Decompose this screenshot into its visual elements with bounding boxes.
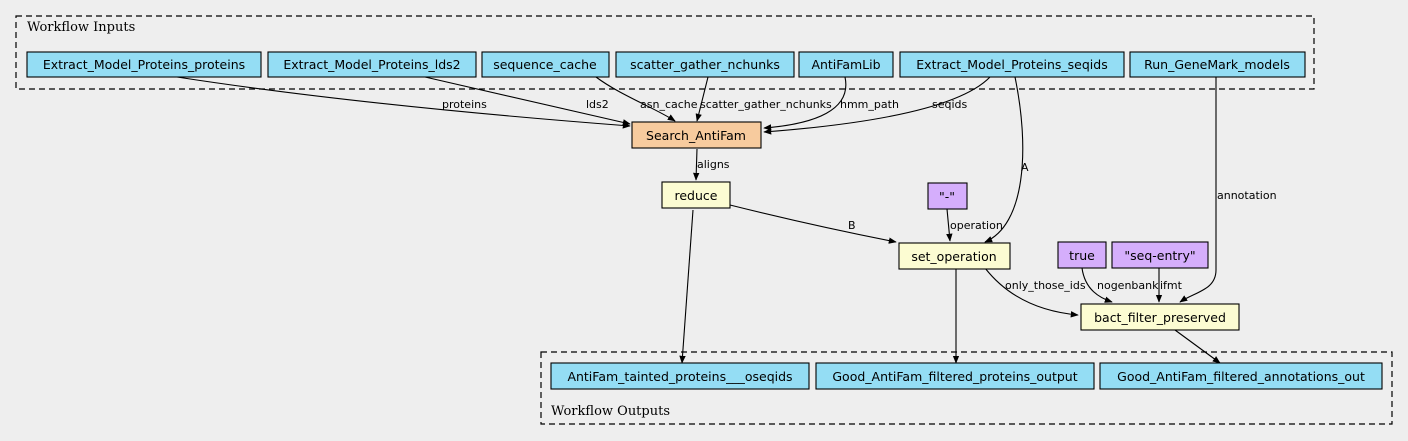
edge-hmm-path[interactable]: hmm_path — [763, 76, 899, 131]
node-constant-seq-entry[interactable]: "seq-entry" — [1111, 241, 1209, 269]
svg-text:"seq-entry": "seq-entry" — [1124, 248, 1195, 263]
edge-label-hmm-path: hmm_path — [840, 98, 899, 111]
svg-text:Good_AntiFam_filtered_annotati: Good_AntiFam_filtered_annotations_out — [1117, 369, 1365, 384]
edge-label-nogenbank: nogenbank — [1097, 279, 1159, 292]
node-run-genemark-models[interactable]: Run_GeneMark_models — [1129, 51, 1306, 78]
edge-label-aligns: aligns — [697, 158, 730, 171]
node-antifam-tainted-proteins-oseqids[interactable]: AntiFam_tainted_proteins___oseqids — [550, 362, 810, 390]
svg-text:Run_GeneMark_models: Run_GeneMark_models — [1144, 57, 1290, 72]
svg-text:"-": "-" — [939, 189, 955, 204]
node-search-antifam[interactable]: Search_AntiFam — [631, 121, 762, 149]
svg-text:AntiFamLib: AntiFamLib — [811, 57, 880, 72]
output-node-box — [815, 362, 1095, 390]
edge-scatter-gather-nchunks[interactable]: scatter_gather_nchunks — [695, 76, 832, 122]
svg-text:Extract_Model_Proteins_protein: Extract_Model_Proteins_proteins — [43, 57, 245, 72]
input-node-box — [481, 51, 610, 78]
edge-asn-cache[interactable]: asn_cache — [595, 76, 698, 122]
edge-label-asn-cache: asn_cache — [640, 98, 698, 111]
edge-aligns[interactable]: aligns — [693, 148, 730, 181]
node-good-antifam-filtered-annotations-out[interactable]: Good_AntiFam_filtered_annotations_out — [1099, 362, 1383, 390]
svg-text:bact_filter_preserved: bact_filter_preserved — [1094, 310, 1226, 325]
svg-text:set_operation: set_operation — [911, 249, 996, 264]
constant-node-box — [927, 182, 968, 210]
edge-label-scatter-gather-nchunks: scatter_gather_nchunks — [700, 98, 832, 111]
svg-text:scatter_gather_nchunks: scatter_gather_nchunks — [630, 57, 780, 72]
node-constant-dash[interactable]: "-" — [927, 182, 968, 210]
node-reduce[interactable]: reduce — [661, 181, 731, 209]
svg-text:reduce: reduce — [675, 188, 718, 203]
workflow-inputs-label: Workflow Inputs — [27, 20, 135, 35]
svg-text:true: true — [1069, 248, 1095, 263]
svg-text:Search_AntiFam: Search_AntiFam — [646, 128, 746, 143]
svg-text:AntiFam_tainted_proteins___ose: AntiFam_tainted_proteins___oseqids — [567, 369, 792, 384]
edge-label-annotation: annotation — [1217, 189, 1277, 202]
edge-B[interactable]: B — [729, 204, 897, 244]
edge-tainted-output[interactable] — [679, 209, 694, 364]
edge-seqids[interactable]: seqids — [763, 76, 991, 135]
edge-ifmt[interactable]: ifmt — [1155, 268, 1183, 303]
input-node-box — [1129, 51, 1306, 78]
node-extract-model-proteins-seqids[interactable]: Extract_Model_Proteins_seqids — [899, 51, 1125, 78]
edge-proteins[interactable]: proteins — [176, 76, 631, 129]
input-node-box — [615, 51, 795, 78]
edge-lds2[interactable]: lds2 — [424, 76, 631, 126]
node-extract-model-proteins-lds2[interactable]: Extract_Model_Proteins_lds2 — [267, 51, 477, 78]
constant-node-box — [1111, 241, 1209, 269]
edge-label-proteins: proteins — [442, 98, 487, 111]
input-node-box — [798, 51, 894, 78]
step-node-box — [661, 181, 731, 209]
tool-node-box — [631, 121, 762, 149]
edge-label-lds2: lds2 — [586, 98, 609, 111]
node-set-operation[interactable]: set_operation — [898, 242, 1011, 270]
node-sequence-cache[interactable]: sequence_cache — [481, 51, 610, 78]
node-good-antifam-filtered-proteins-output[interactable]: Good_AntiFam_filtered_proteins_output — [815, 362, 1095, 390]
workflow-outputs-cluster: Workflow Outputs — [540, 351, 1393, 425]
edge-good-annotations-output[interactable] — [1174, 329, 1221, 364]
output-node-box — [1099, 362, 1383, 390]
edge-label-B: B — [848, 219, 856, 232]
edge-operation[interactable]: operation — [946, 208, 1003, 242]
edge-label-ifmt: ifmt — [1160, 279, 1183, 292]
edge-label-operation: operation — [950, 219, 1003, 232]
svg-text:sequence_cache: sequence_cache — [493, 57, 597, 72]
output-node-box — [550, 362, 810, 390]
edge-label-A: A — [1021, 161, 1029, 174]
constant-node-box — [1057, 241, 1107, 269]
input-node-box — [267, 51, 477, 78]
edge-A[interactable]: A — [984, 76, 1029, 243]
edge-label-seqids: seqids — [932, 98, 968, 111]
edge-label-only-those-ids: only_those_ids — [1005, 279, 1086, 292]
svg-text:Extract_Model_Proteins_lds2: Extract_Model_Proteins_lds2 — [283, 57, 460, 72]
svg-text:Good_AntiFam_filtered_proteins: Good_AntiFam_filtered_proteins_output — [832, 369, 1077, 384]
node-extract-model-proteins-proteins[interactable]: Extract_Model_Proteins_proteins — [26, 51, 262, 78]
node-bact-filter-preserved[interactable]: bact_filter_preserved — [1080, 303, 1240, 331]
edge-annotation[interactable]: annotation — [1179, 77, 1277, 303]
input-node-box — [26, 51, 262, 78]
edge-nogenbank[interactable]: nogenbank — [1081, 267, 1159, 303]
node-constant-true[interactable]: true — [1057, 241, 1107, 269]
svg-text:Extract_Model_Proteins_seqids: Extract_Model_Proteins_seqids — [916, 57, 1107, 72]
workflow-inputs-cluster: Workflow Inputs — [15, 15, 1315, 90]
step-node-box — [1080, 303, 1240, 331]
edge-only-those-ids[interactable]: only_those_ids — [984, 267, 1086, 318]
input-node-box — [899, 51, 1125, 78]
node-scatter-gather-nchunks[interactable]: scatter_gather_nchunks — [615, 51, 795, 78]
step-node-box — [898, 242, 1011, 270]
workflow-outputs-label: Workflow Outputs — [551, 404, 670, 419]
node-antifamlib[interactable]: AntiFamLib — [798, 51, 894, 78]
